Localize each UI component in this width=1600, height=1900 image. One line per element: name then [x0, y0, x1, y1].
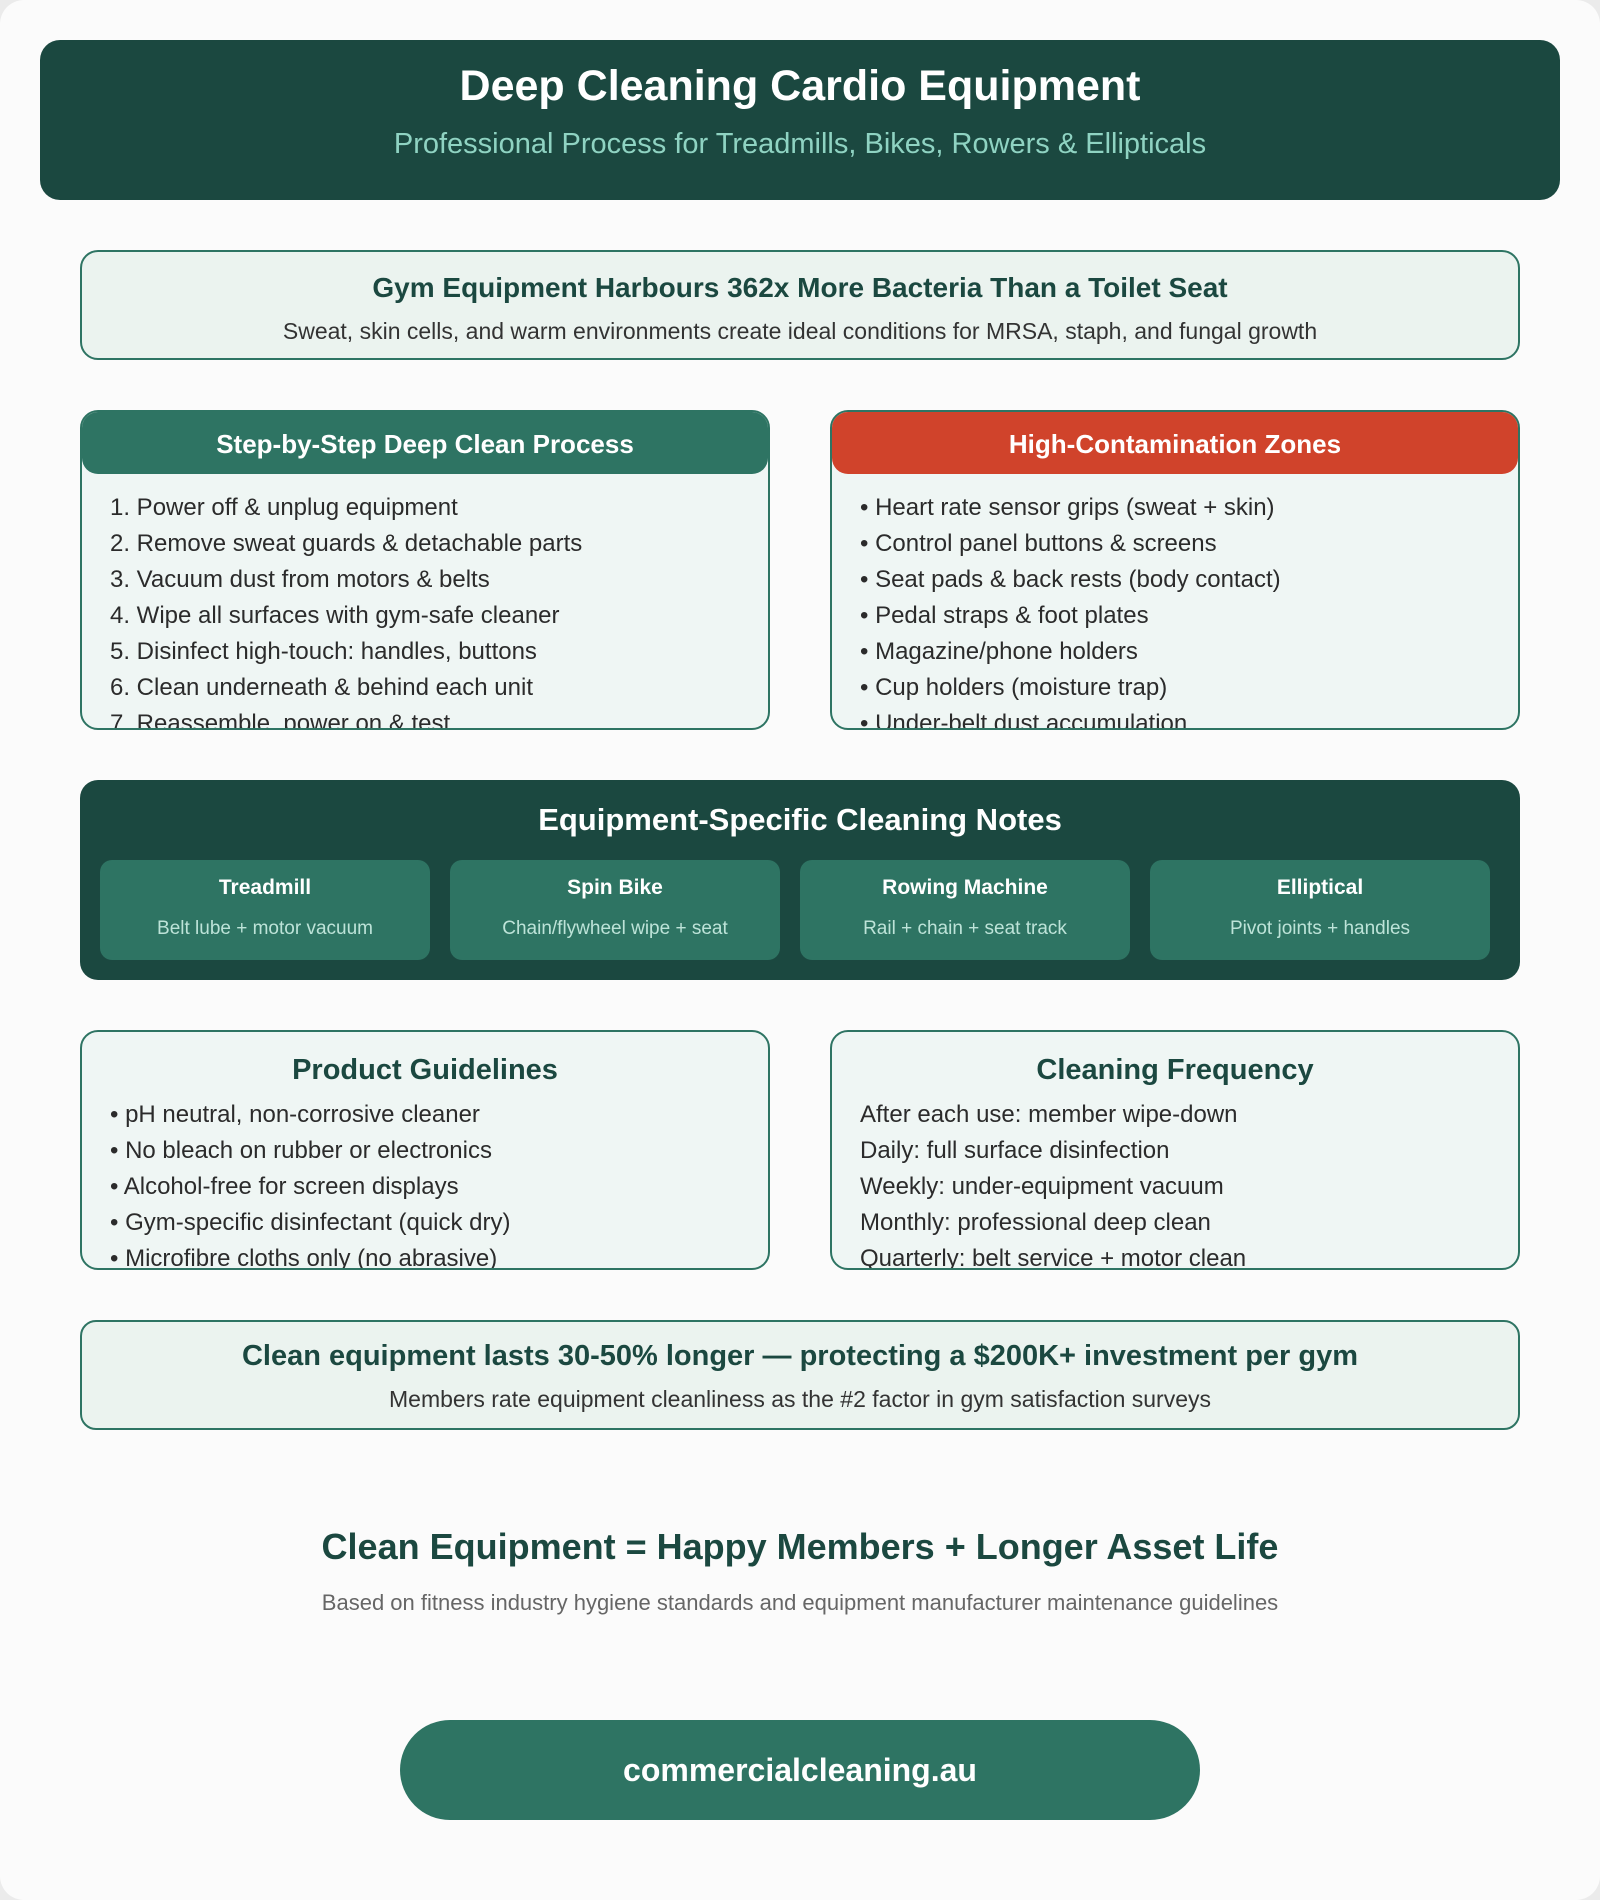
- list-item: • Alcohol-free for screen displays: [110, 1173, 459, 1200]
- list-item: 5. Disinfect high-touch: handles, button…: [110, 638, 537, 665]
- tile-elliptical: Elliptical Pivot joints + handles: [1150, 860, 1490, 960]
- zones-card: High-Contamination Zones • Heart rate se…: [830, 410, 1520, 730]
- tile-desc: Rail + chain + seat track: [863, 918, 1067, 939]
- product-guidelines-card: Product Guidelines • pH neutral, non-cor…: [80, 1030, 770, 1270]
- tile-rowing-machine: Rowing Machine Rail + chain + seat track: [800, 860, 1130, 960]
- roi-callout: Clean equipment lasts 30-50% longer — pr…: [80, 1320, 1520, 1430]
- process-card-title: Step-by-Step Deep Clean Process: [82, 412, 768, 474]
- notes-title: Equipment-Specific Cleaning Notes: [538, 802, 1062, 837]
- list-item: • Heart rate sensor grips (sweat + skin): [860, 494, 1275, 521]
- zones-card-title: High-Contamination Zones: [832, 412, 1518, 474]
- roi-text: Members rate equipment cleanliness as th…: [389, 1386, 1211, 1412]
- process-card: Step-by-Step Deep Clean Process 1. Power…: [80, 410, 770, 730]
- roi-title: Clean equipment lasts 30-50% longer — pr…: [241, 1340, 1359, 1372]
- list-item: • Microfibre cloths only (no abrasive): [110, 1245, 498, 1270]
- alert-title: Gym Equipment Harbours 362x More Bacteri…: [372, 272, 1228, 303]
- list-item: • Cup holders (moisture trap): [860, 674, 1168, 701]
- tile-name: Elliptical: [1276, 876, 1364, 899]
- list-item: • Pedal straps & foot plates: [860, 602, 1149, 629]
- list-item: 7. Reassemble, power on & test: [110, 710, 451, 730]
- products-list: • pH neutral, non-corrosive cleaner • No…: [82, 1087, 768, 1270]
- zones-list: • Heart rate sensor grips (sweat + skin)…: [832, 474, 1518, 730]
- tile-desc: Belt lube + motor vacuum: [157, 918, 373, 939]
- list-item: Daily: full surface disinfection: [860, 1137, 1170, 1164]
- tagline: Clean Equipment = Happy Members + Longer…: [321, 1526, 1279, 1567]
- website-link[interactable]: commercialcleaning.au: [400, 1720, 1200, 1820]
- tile-name: Rowing Machine: [882, 876, 1048, 899]
- frequency-title: Cleaning Frequency: [1036, 1054, 1314, 1086]
- list-item: • Under-belt dust accumulation: [860, 710, 1188, 730]
- list-item: 1. Power off & unplug equipment: [110, 494, 458, 521]
- bacteria-alert-box: Gym Equipment Harbours 362x More Bacteri…: [80, 250, 1520, 360]
- list-item: 2. Remove sweat guards & detachable part…: [110, 530, 583, 557]
- tile-spin-bike: Spin Bike Chain/flywheel wipe + seat: [450, 860, 780, 960]
- alert-text: Sweat, skin cells, and warm environments…: [282, 318, 1318, 344]
- products-title: Product Guidelines: [292, 1054, 558, 1086]
- frequency-list: After each use: member wipe-down Daily: …: [832, 1087, 1518, 1270]
- cleaning-frequency-card: Cleaning Frequency After each use: membe…: [830, 1030, 1520, 1270]
- list-item: • Gym-specific disinfectant (quick dry): [110, 1209, 511, 1236]
- tile-desc: Pivot joints + handles: [1229, 918, 1411, 939]
- list-item: • Seat pads & back rests (body contact): [860, 566, 1281, 593]
- page-title: Deep Cleaning Cardio Equipment: [459, 62, 1141, 110]
- list-item: Weekly: under-equipment vacuum: [860, 1173, 1224, 1200]
- process-list: 1. Power off & unplug equipment 2. Remov…: [82, 474, 768, 730]
- equipment-notes-panel: Equipment-Specific Cleaning Notes Treadm…: [80, 780, 1520, 980]
- source-note: Based on fitness industry hygiene standa…: [321, 1590, 1279, 1615]
- page-subtitle: Professional Process for Treadmills, Bik…: [393, 128, 1207, 160]
- list-item: • Control panel buttons & screens: [860, 530, 1217, 557]
- tile-treadmill: Treadmill Belt lube + motor vacuum: [100, 860, 430, 960]
- tile-desc: Chain/flywheel wipe + seat: [502, 918, 728, 939]
- list-item: Quarterly: belt service + motor clean: [860, 1245, 1247, 1270]
- list-item: • pH neutral, non-corrosive cleaner: [110, 1101, 480, 1128]
- list-item: 6. Clean underneath & behind each unit: [110, 674, 533, 701]
- list-item: • No bleach on rubber or electronics: [110, 1137, 492, 1164]
- list-item: Monthly: professional deep clean: [860, 1209, 1211, 1236]
- list-item: 3. Vacuum dust from motors & belts: [110, 566, 490, 593]
- tile-name: Spin Bike: [567, 876, 663, 899]
- list-item: After each use: member wipe-down: [860, 1101, 1238, 1128]
- list-item: 4. Wipe all surfaces with gym-safe clean…: [110, 602, 560, 629]
- header-banner: Deep Cleaning Cardio Equipment Professio…: [40, 40, 1560, 200]
- list-item: • Magazine/phone holders: [860, 638, 1138, 665]
- tile-name: Treadmill: [218, 876, 312, 899]
